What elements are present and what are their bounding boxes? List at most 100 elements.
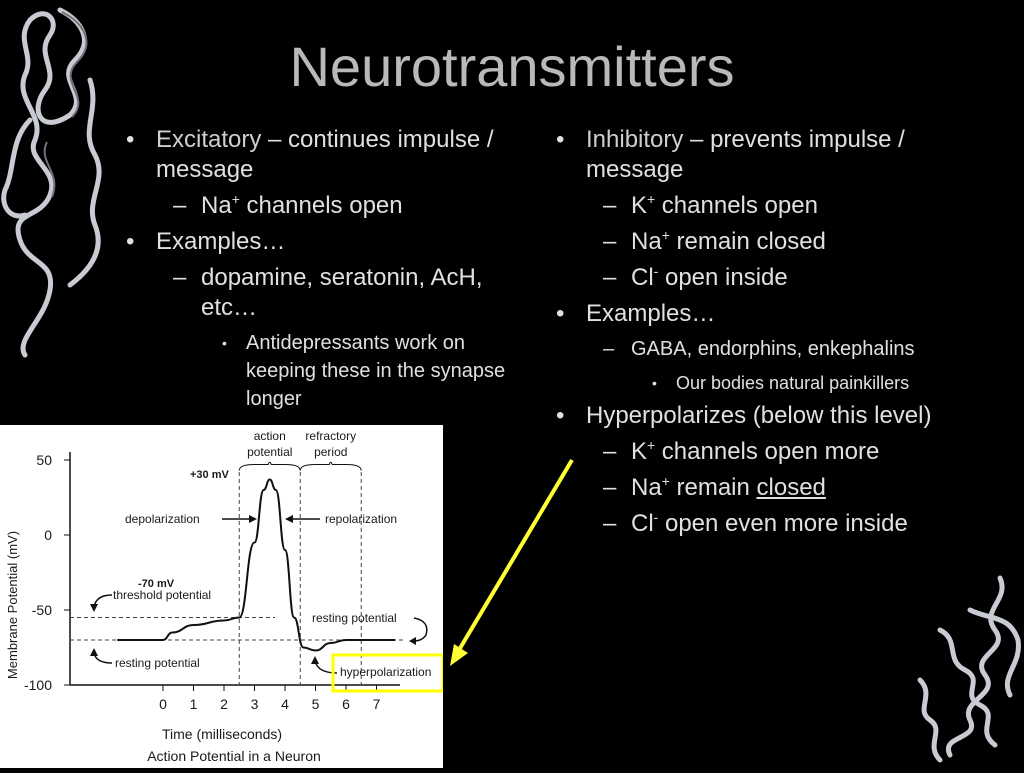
bullet-excitatory: • Excitatory – continues impulse / messa… (118, 125, 508, 185)
antidepressants-note: Antidepressants work on keeping these in… (246, 332, 506, 410)
x-tick-label: 2 (220, 696, 228, 712)
bullet-marker: • (556, 402, 565, 429)
depolarization-arrowhead (249, 515, 257, 523)
ion-charge: + (647, 191, 656, 207)
chart-guides (70, 472, 405, 685)
depolarization-label: depolarization (125, 512, 200, 526)
dash-marker: – (603, 264, 617, 291)
painkillers-note: Our bodies natural painkillers (676, 373, 910, 393)
resting-left-arrowhead (90, 648, 98, 656)
bullet-marker: • (556, 126, 565, 153)
refractory-period-label: refractory (305, 429, 356, 443)
bullet-examples-right: • Examples… (548, 299, 998, 329)
excitatory-description: – continues impulse / message (156, 126, 494, 183)
x-tick-label: 0 (159, 696, 167, 712)
ion-charge: + (661, 227, 670, 243)
x-tick-label: 4 (281, 696, 289, 712)
threshold-potential-label: threshold potential (113, 588, 211, 602)
ion-label: K (631, 438, 648, 465)
refractory-period-brace (299, 461, 362, 471)
x-tick-label: 6 (342, 696, 350, 712)
sub-bullet-examples-list: – dopamine, seratonin, AcH, etc… (118, 263, 508, 323)
y-tick-label: -50 (32, 602, 52, 618)
sub-bullet-cl-open: – Cl- open inside (548, 263, 998, 293)
ion-label: Cl (631, 264, 654, 291)
ion-text: remain closed (669, 228, 826, 255)
ion-label: Cl (631, 510, 654, 537)
bullet-marker: • (126, 126, 135, 153)
y-tick-label: -100 (24, 677, 52, 693)
threshold-arrowhead (90, 604, 98, 612)
dash-marker: – (173, 192, 187, 219)
ion-label: K (631, 192, 648, 219)
examples-label: Examples… (156, 228, 286, 255)
resting-potential-label-right: resting potential (312, 611, 397, 625)
x-axis-label: Time (milliseconds) (162, 726, 282, 742)
action-potential-brace (238, 461, 301, 471)
sub-bullet-cl-open-more: – Cl- open even more inside (548, 509, 998, 539)
bullet-marker: • (126, 228, 135, 255)
repolarization-arrowhead (285, 515, 293, 523)
ion-charge: + (661, 473, 670, 489)
yellow-pointer-arrow (450, 458, 574, 666)
hyperpolarization-label: hyperpolarization (340, 665, 431, 679)
resting-right-arrow (413, 617, 428, 642)
resting-voltage-label: -70 mV (138, 578, 175, 590)
hyperpolarizes-text: Hyperpolarizes (below this level) (586, 402, 932, 429)
ion-text: channels open (655, 192, 818, 219)
x-tick-label: 5 (312, 696, 320, 712)
bullet-hyperpolarizes: • Hyperpolarizes (below this level) (548, 401, 998, 431)
wire-sculpture-left (1, 7, 102, 358)
bullet-examples-left: • Examples… (118, 227, 508, 257)
bullet-inhibitory: • Inhibitory – prevents impulse / messag… (548, 125, 998, 185)
inhibitory-term: Inhibitory (586, 126, 684, 153)
ion-charge: + (231, 191, 240, 207)
dash-marker: – (603, 228, 617, 255)
left-column: • Excitatory – continues impulse / messa… (118, 125, 508, 417)
ion-charge: - (653, 263, 659, 279)
examples-list: dopamine, seratonin, AcH, etc… (201, 264, 483, 321)
bullet-marker: • (556, 300, 565, 327)
dash-marker: – (603, 338, 615, 360)
slide-title: Neurotransmitters (289, 35, 735, 98)
action-potential-label: action (254, 429, 286, 443)
ion-charge: + (647, 437, 656, 453)
y-axis-label: Membrane Potential (mV) (5, 531, 20, 679)
resting-right-arrowhead (409, 637, 416, 645)
bullet-marker: • (652, 375, 657, 391)
y-tick-label: 0 (44, 527, 52, 543)
dash-marker: – (603, 192, 617, 219)
right-column: • Inhibitory – prevents impulse / messag… (548, 125, 998, 545)
ion-text: open inside (658, 264, 788, 291)
dash-marker: – (603, 438, 617, 465)
ion-text: remain (669, 474, 757, 501)
hyperpolarization-arrowhead (311, 656, 319, 664)
chart-caption: Action Potential in a Neuron (147, 748, 321, 764)
sub-bullet-k-open-more: – K+ channels open more (548, 437, 998, 467)
membrane-potential-series (117, 478, 377, 652)
x-tick-label: 1 (190, 696, 198, 712)
ion-label: Na (201, 192, 232, 219)
subsub-bullet-painkillers: • Our bodies natural painkillers (548, 369, 998, 397)
x-tick-label: 3 (251, 696, 259, 712)
x-tick-label: 7 (373, 696, 381, 712)
bullet-marker: • (222, 335, 227, 351)
dash-marker: – (603, 474, 617, 501)
resting-potential-label-left: resting potential (115, 656, 200, 670)
ion-text: open even more inside (658, 510, 908, 537)
sub-bullet-na-open: – Na+ channels open (118, 191, 508, 221)
ion-text: channels open (239, 192, 403, 219)
closed-underlined: closed (756, 474, 826, 501)
ion-charge: - (653, 509, 659, 525)
ion-label: Na (631, 474, 662, 501)
peak-voltage-label: +30 mV (190, 469, 229, 481)
wire-sculpture-right (917, 575, 1021, 763)
dash-marker: – (603, 510, 617, 537)
examples-label: Examples… (586, 300, 716, 327)
ion-text: channels open more (655, 438, 880, 465)
sub-bullet-na-remain-closed: – Na+ remain closed (548, 473, 998, 503)
inhibitory-description: – prevents impulse / message (586, 126, 905, 183)
